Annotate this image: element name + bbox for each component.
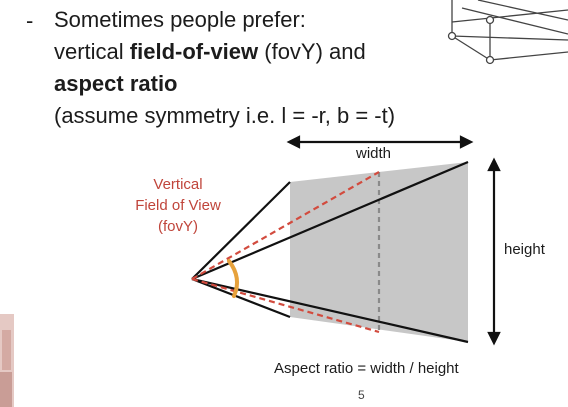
bullet-line-2: vertical field-of-view (fovY) and — [54, 36, 395, 68]
line2-post: (fovY) and — [258, 39, 366, 64]
aspect-ratio-label: Aspect ratio = width / height — [274, 360, 459, 377]
image-plane — [290, 162, 468, 342]
width-arrow — [286, 135, 474, 149]
page-number: 5 — [358, 388, 365, 402]
line2-bold: field-of-view — [129, 39, 259, 64]
speaker-photo-fragment — [0, 314, 14, 407]
fov-label-line-1: Vertical — [153, 176, 203, 193]
frustum-sketch — [447, 0, 568, 65]
height-label: height — [504, 241, 545, 258]
fov-label: Vertical Field of View (fovY) — [118, 174, 238, 237]
bullet-line-4: (assume symmetry i.e. l = -r, b = -t) — [54, 103, 396, 128]
fov-label-line-2: Field of View — [135, 197, 221, 214]
fov-lines — [191, 171, 380, 334]
fov-arc — [227, 259, 240, 298]
bullet-dash: - — [26, 8, 34, 33]
bullet-text: Sometimes people prefer: vertical field-… — [54, 4, 395, 132]
bullet-line-1: Sometimes people prefer: — [54, 7, 306, 32]
height-arrow — [487, 157, 501, 346]
bullet-line-3: aspect ratio — [54, 71, 178, 96]
line2-pre: vertical — [54, 39, 130, 64]
fov-label-line-3: (fovY) — [157, 218, 198, 235]
width-label: width — [356, 145, 392, 162]
